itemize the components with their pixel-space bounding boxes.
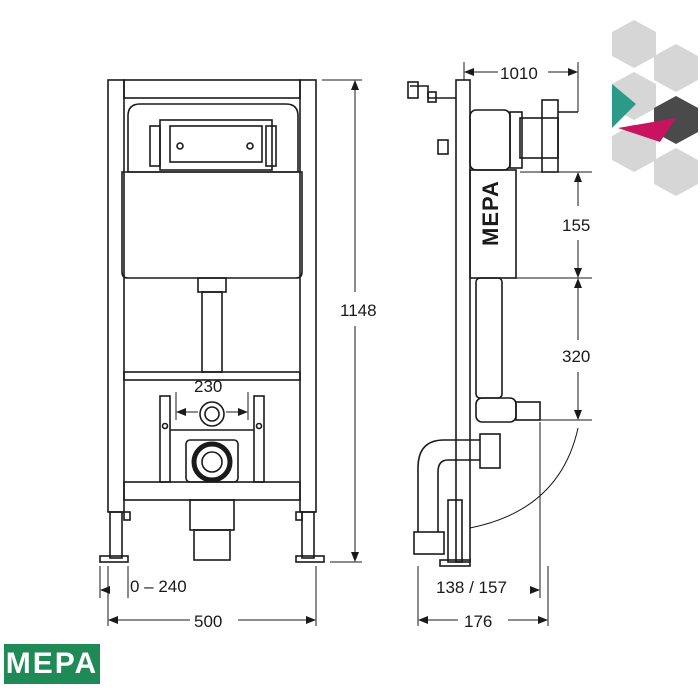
right-foot-plate: [295, 555, 325, 563]
logo-text: MEPA: [5, 647, 99, 680]
middle-rail: [123, 371, 301, 381]
bracket-left: [149, 125, 161, 167]
right-foot: [301, 511, 315, 559]
side-column: [455, 79, 471, 563]
hexagon-tile: [612, 20, 656, 68]
arrowheads: [100, 68, 582, 624]
wall-bracket-end: [407, 81, 419, 99]
swing-arc: [469, 427, 579, 529]
right-upright: [299, 79, 317, 513]
cistern-brand-label: MEPA: [478, 180, 503, 246]
waste-bend-inner: [437, 459, 480, 532]
hexagon-tile: [654, 148, 698, 196]
emblem-magenta-shape: [618, 118, 676, 142]
outlet-pipe-upper: [189, 499, 235, 531]
foot-screw: [295, 511, 303, 521]
button-plate: [541, 99, 559, 173]
bracket-right: [265, 125, 277, 167]
waste-bend-collar: [479, 433, 501, 469]
cistern-top: [127, 103, 299, 173]
side-flush-pipe: [475, 277, 503, 399]
screw: [246, 142, 254, 150]
water-inlet: [199, 401, 225, 427]
dim-outlet-spacing: 230: [194, 377, 222, 396]
side-foot: [447, 499, 463, 563]
hexagon-emblem: [612, 20, 698, 196]
dim-button-offset: 155: [562, 216, 590, 235]
fixing-hole: [255, 422, 263, 430]
emblem-teal-shape: [612, 84, 636, 128]
side-outlet-stub: [515, 401, 541, 421]
dim-depth-range: 138 / 157: [436, 578, 507, 597]
outlet-pipe-lower: [193, 529, 231, 561]
dim-frame-height: 1148: [340, 301, 377, 320]
pipe-coupling: [197, 277, 227, 293]
fixing-hole: [161, 422, 169, 430]
foot-screw: [123, 511, 131, 521]
top-rail: [123, 79, 301, 99]
waste-outlet-inner: [201, 451, 223, 473]
left-upright: [107, 79, 125, 513]
dim-depth-total: 1010: [500, 64, 538, 83]
waste-bend-end: [413, 531, 445, 555]
bottom-rail: [123, 481, 301, 501]
left-foot: [109, 511, 123, 559]
side-outlet-elbow: [475, 397, 517, 423]
side-clip: [437, 139, 449, 155]
flush-plate-opening: [169, 125, 263, 163]
screw: [176, 142, 184, 150]
front-view: [99, 79, 325, 563]
waste-bend-outer: [417, 439, 480, 532]
cistern-body: [121, 171, 303, 279]
water-inlet-inner: [204, 406, 220, 422]
inner-bracket-left: [159, 395, 171, 483]
left-foot-plate: [99, 555, 129, 563]
dim-outlet-height: 320: [562, 347, 590, 366]
side-foot-plate: [439, 559, 471, 567]
waste-outlet: [191, 441, 233, 483]
mepa-logo: MEPA: [4, 644, 100, 684]
hexagon-tile: [654, 44, 698, 92]
button-rod-box: [519, 117, 559, 159]
button-housing: [509, 111, 523, 169]
side-view: [407, 79, 578, 567]
flush-pipe: [201, 291, 223, 373]
cistern-side-top: [469, 109, 511, 171]
inner-bracket-right: [253, 395, 265, 483]
dim-adjustable-range: 0 – 240: [130, 577, 187, 596]
dim-frame-width: 500: [194, 612, 222, 631]
dim-depth-base: 176: [464, 612, 492, 631]
wall-bracket-clip: [427, 91, 437, 103]
